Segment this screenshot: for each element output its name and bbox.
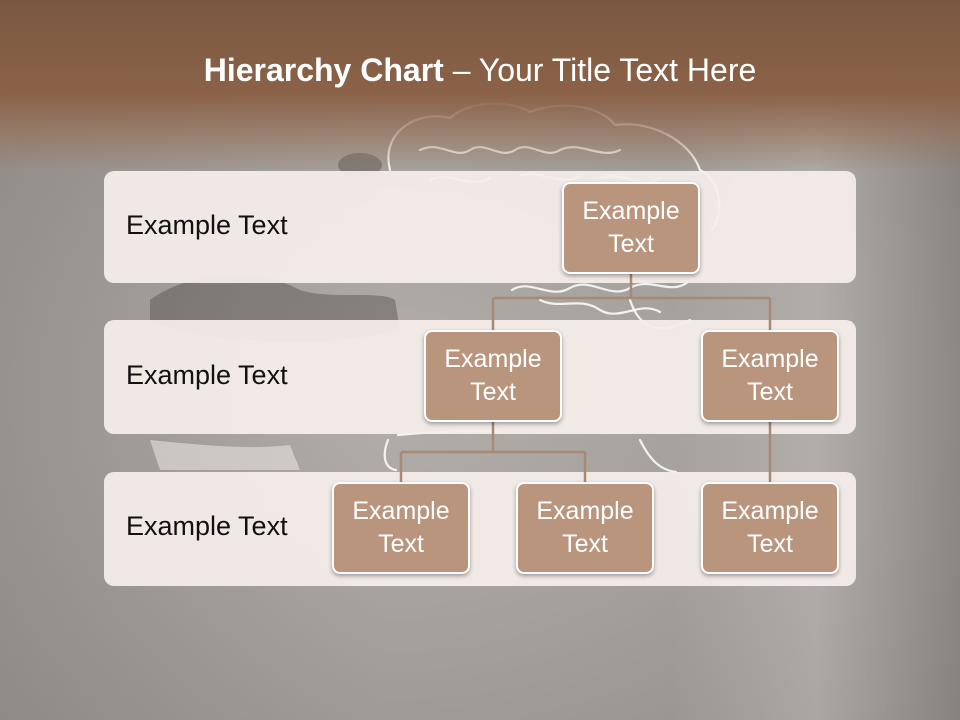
level-label-2: Example Text (126, 360, 288, 390)
node-mid-right-text: Example Text (721, 345, 819, 406)
node-mid-left[interactable]: Example Text (424, 330, 562, 422)
level-band-1 (104, 171, 856, 283)
node-leaf-2-text: Example Text (536, 497, 634, 558)
slide-title: Hierarchy Chart – Your Title Text Here (0, 52, 960, 89)
header-band (0, 0, 960, 170)
level-label-1: Example Text (126, 210, 288, 240)
node-leaf-3-text: Example Text (721, 497, 819, 558)
node-leaf-1[interactable]: Example Text (332, 482, 470, 574)
node-leaf-2[interactable]: Example Text (516, 482, 654, 574)
node-root[interactable]: Example Text (562, 182, 700, 274)
node-mid-right[interactable]: Example Text (701, 330, 839, 422)
title-rest: – Your Title Text Here (443, 52, 757, 88)
node-leaf-3[interactable]: Example Text (701, 482, 839, 574)
node-mid-left-text: Example Text (444, 345, 542, 406)
title-bold: Hierarchy Chart (203, 52, 444, 88)
level-label-3: Example Text (126, 511, 288, 541)
node-root-text: Example Text (582, 197, 680, 258)
node-leaf-1-text: Example Text (352, 497, 450, 558)
